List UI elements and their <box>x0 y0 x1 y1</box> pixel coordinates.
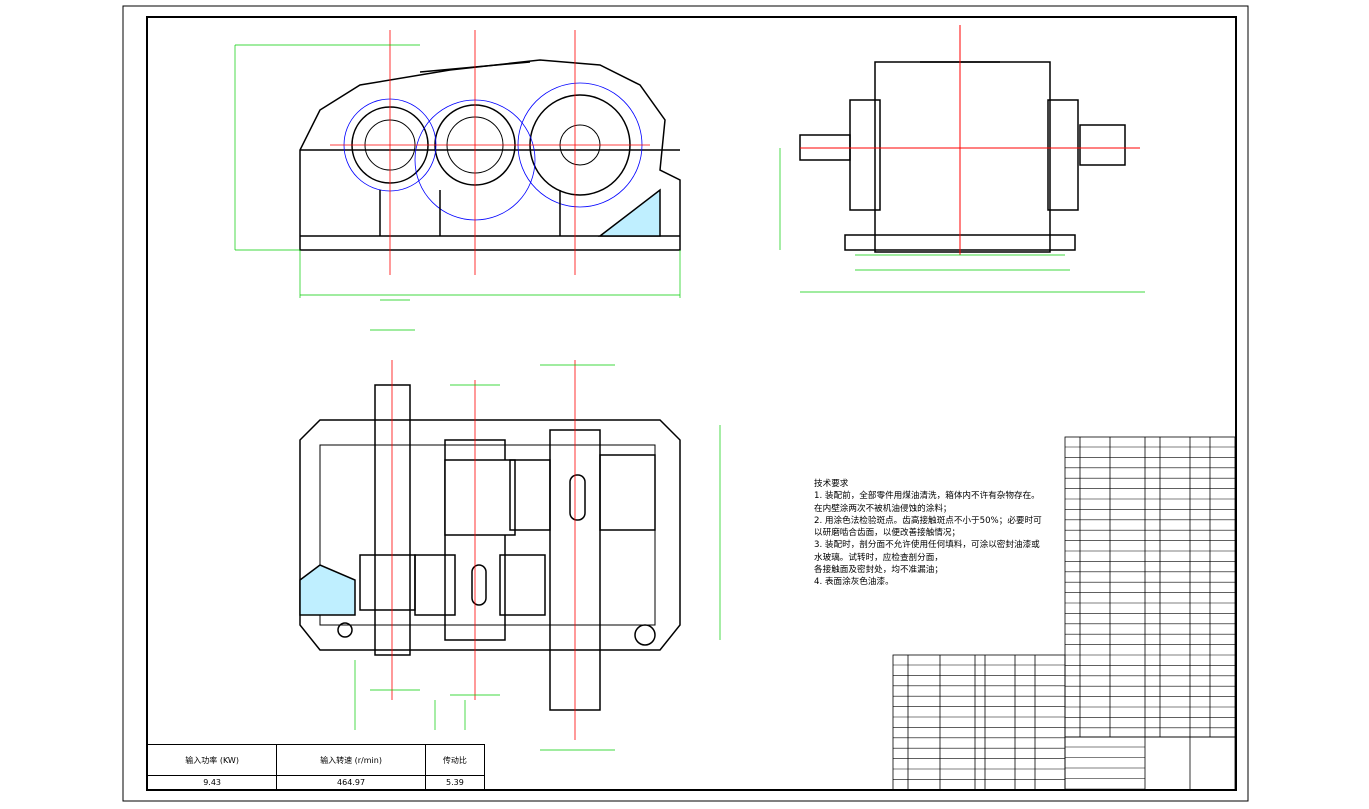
outer-border <box>122 5 1249 802</box>
param-header-power: 输入功率 (KW) <box>146 744 278 776</box>
inner-frame <box>146 16 1237 791</box>
tech-title: 技术要求 <box>814 479 849 489</box>
param-value-power: 9.43 <box>146 775 278 790</box>
side-view <box>799 61 1126 253</box>
param-header-ratio: 传动比 <box>424 744 486 776</box>
section-view <box>299 384 681 711</box>
tech-line: 1. 装配前，全部零件用煤油清洗，箱体内不许有杂物存在。 <box>814 491 1040 502</box>
tech-line: 3. 装配时，剖分面不允许使用任何填料，可涂以密封油漆或 <box>814 540 1040 551</box>
side-dimensions <box>779 148 1145 293</box>
tech-line: 4. 表面涂灰色油漆。 <box>814 577 894 588</box>
side-centerlines <box>800 25 1140 255</box>
param-header-speed: 输入转速 (r/min) <box>276 744 426 776</box>
param-value-speed: 464.97 <box>276 775 426 790</box>
tech-line: 在内壁涂两次不被机油侵蚀的涂料； <box>814 503 952 514</box>
tech-line: 各接触面及密封处，均不准漏油； <box>814 565 943 576</box>
technical-requirements: 技术要求 1. 装配前，全部零件用煤油清洗，箱体内不许有杂物存在。 在内壁涂两次… <box>814 478 1042 589</box>
section-dimensions <box>354 299 721 751</box>
tech-line: 水玻璃。试转时，应检查剖分面， <box>814 552 943 563</box>
section-centerlines <box>391 360 576 740</box>
tech-line: 2. 用涂色法检验斑点。齿高接触斑点不小于50%；必要时可 <box>814 515 1042 526</box>
parameters-table: 输入功率 (KW) 输入转速 (r/min) 传动比 9.43 464.97 5… <box>146 744 486 790</box>
front-centerlines <box>330 30 650 275</box>
tech-line: 以研磨啮合齿面，以便改善接触情况； <box>814 528 961 539</box>
front-view <box>299 59 681 251</box>
bom-rows <box>893 446 1235 791</box>
param-value-ratio: 5.39 <box>424 775 486 790</box>
front-dimensions <box>234 44 681 298</box>
